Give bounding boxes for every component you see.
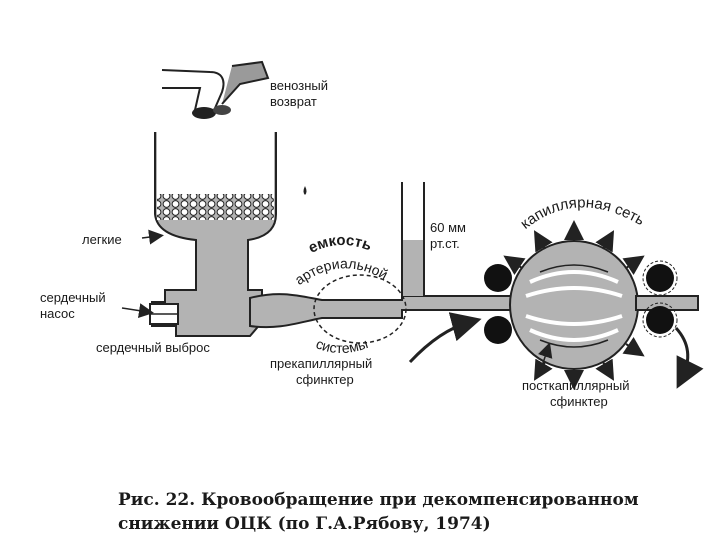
manometer-column	[401, 182, 425, 296]
arterial-capacity-label-line1: емкость	[306, 232, 374, 257]
cardiac-output-label: сердечный выброс	[96, 340, 210, 355]
precapillary-sphincters	[484, 264, 512, 344]
postcapillary-sphincters	[642, 260, 678, 338]
postcapillary-sphincter-label: посткапиллярный сфинктер	[522, 378, 630, 409]
pointer-arrows	[121, 229, 704, 389]
capillary-network	[503, 220, 645, 390]
venous-inlet-pipe	[161, 60, 270, 119]
caption-line-2: снижении ОЦК (по Г.А.Рябову, 1974)	[118, 514, 491, 534]
lungs-vessel	[151, 132, 277, 337]
heart-pump-piston	[149, 303, 179, 325]
heart-pump-label: сердечный насос	[40, 290, 106, 321]
capillary-network-label: капиллярная сеть	[517, 194, 647, 232]
arterial-capacity-balloon	[313, 274, 407, 344]
arterial-capacity-label-line2: артериальной	[292, 255, 391, 288]
arterial-tube	[249, 293, 521, 329]
pressure-label: 60 мм рт.ст.	[430, 220, 466, 251]
caption-line-1: Рис. 22. Кровообращение при декомпенсиро…	[118, 490, 639, 510]
arterial-capacity-label-line3: системы	[314, 335, 370, 356]
lungs-label: легкие	[82, 232, 122, 247]
venous-return-label: венозный возврат	[270, 78, 328, 109]
figure-caption: Рис. 22. Кровообращение при декомпенсиро…	[118, 488, 708, 536]
precapillary-sphincter-label: прекапиллярный сфинктер	[270, 356, 373, 387]
